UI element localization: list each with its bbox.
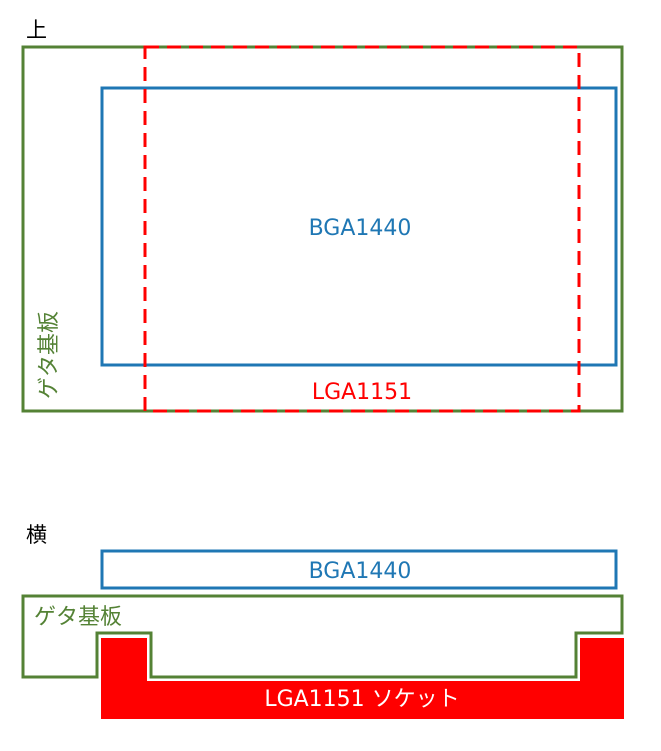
side-socket-label: LGA1151 ソケット <box>264 687 459 712</box>
side-board-label: ゲタ基板 <box>34 605 122 630</box>
top-bga-outline <box>100 86 618 367</box>
side-view-heading: 横 <box>26 523 47 547</box>
top-board-label: ゲタ基板 <box>37 311 62 399</box>
top-lga-label: LGA1151 <box>312 380 412 405</box>
side-bga-label: BGA1440 <box>309 559 412 584</box>
side-view: 横 BGA1440 ゲタ基板 LGA1151 ソケット <box>21 523 624 719</box>
side-board-outline <box>21 594 624 679</box>
side-bga-outline <box>100 549 618 590</box>
top-bga-label: BGA1440 <box>309 216 412 241</box>
top-lga-outline <box>143 45 581 413</box>
top-view-heading: 上 <box>26 18 47 42</box>
top-view: 上 BGA1440 LGA1151 ゲタ基板 <box>21 18 624 413</box>
side-socket-shape <box>101 638 624 719</box>
